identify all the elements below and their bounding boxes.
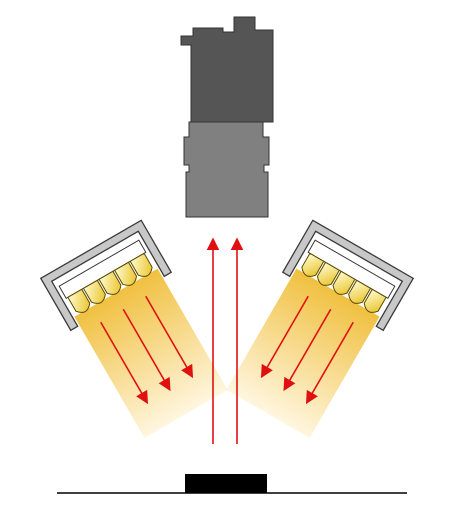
- right-led-5: [363, 288, 387, 313]
- left-light-rays: [100, 295, 194, 405]
- left-led-array: [67, 252, 153, 313]
- left-ray-1: [100, 321, 149, 405]
- right-led-4: [348, 279, 372, 304]
- camera-body: [180, 16, 274, 123]
- target-object: [185, 474, 267, 493]
- camera-lens-housing: [183, 121, 270, 218]
- right-light-rays: [260, 295, 354, 405]
- right-light-beam: [226, 268, 380, 438]
- right-led-3: [332, 270, 356, 295]
- camera-icon: [180, 16, 274, 218]
- right-ray-3: [305, 321, 354, 405]
- left-led-4: [113, 261, 138, 286]
- right-ray-1: [260, 295, 309, 379]
- right-ray-2: [283, 308, 332, 392]
- right-led-array: [301, 252, 387, 313]
- left-light-icon: [39, 219, 228, 438]
- left-ray-3: [145, 295, 194, 379]
- right-led-1: [301, 252, 325, 277]
- right-light-icon: [226, 219, 415, 438]
- right-light-housing: [281, 219, 415, 332]
- left-led-3: [98, 270, 122, 295]
- left-led-5: [129, 252, 153, 277]
- right-led-2: [316, 261, 341, 286]
- reflected-rays: [206, 237, 244, 444]
- left-light-beam: [74, 268, 228, 438]
- left-light-housing: [39, 219, 173, 332]
- left-led-2: [82, 279, 106, 304]
- left-led-1: [67, 288, 91, 313]
- left-ray-2: [122, 308, 171, 392]
